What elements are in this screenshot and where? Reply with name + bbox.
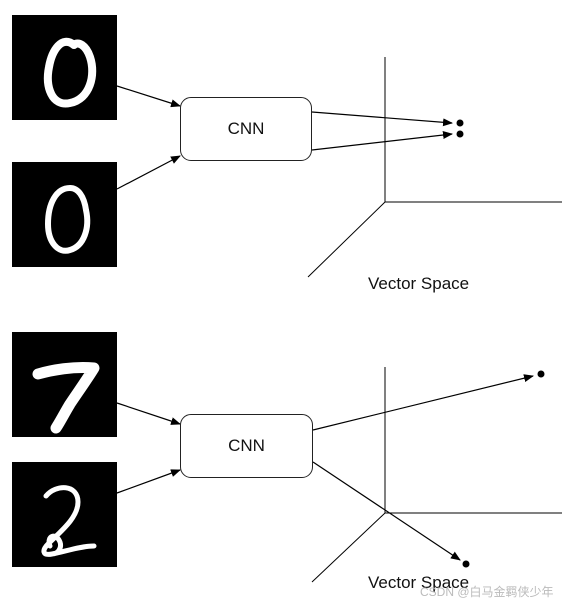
top-arrow-cnn-to-point2 <box>311 131 453 151</box>
top-cnn-label: CNN <box>227 119 265 138</box>
bottom-arrow-digit1-to-cnn <box>116 402 181 425</box>
mnist-digit-image-0-a <box>12 15 117 120</box>
bottom-vector-space-label: Vector Space <box>368 573 470 592</box>
top-cnn-box: CNN <box>180 97 312 161</box>
mnist-digit-image-2 <box>12 462 117 567</box>
top-arrow-cnn-to-point1 <box>311 111 453 127</box>
bottom-cnn-box: CNN <box>180 414 313 478</box>
bottom-vector-point-1 <box>537 370 545 378</box>
mnist-digit-image-7 <box>12 332 117 437</box>
mnist-digit-image-0-b <box>12 162 117 267</box>
top-arrow-digit1-to-cnn <box>116 85 181 108</box>
bottom-vector-point-2 <box>462 560 470 568</box>
top-axis-diagonal <box>307 201 386 278</box>
bottom-arrow-cnn-to-point2 <box>312 461 461 561</box>
bottom-arrow-cnn-to-point1 <box>312 374 534 431</box>
top-vector-point-1 <box>456 119 464 127</box>
bottom-axis-diagonal <box>311 512 386 583</box>
watermark-text: CSDN @白马金羁侠少年 <box>420 585 554 599</box>
bottom-cnn-label: CNN <box>228 436 265 455</box>
top-vector-space-label: Vector Space <box>368 274 470 293</box>
top-arrow-digit2-to-cnn <box>116 155 181 190</box>
top-vector-point-2 <box>456 130 464 138</box>
bottom-arrow-digit2-to-cnn <box>116 469 181 494</box>
